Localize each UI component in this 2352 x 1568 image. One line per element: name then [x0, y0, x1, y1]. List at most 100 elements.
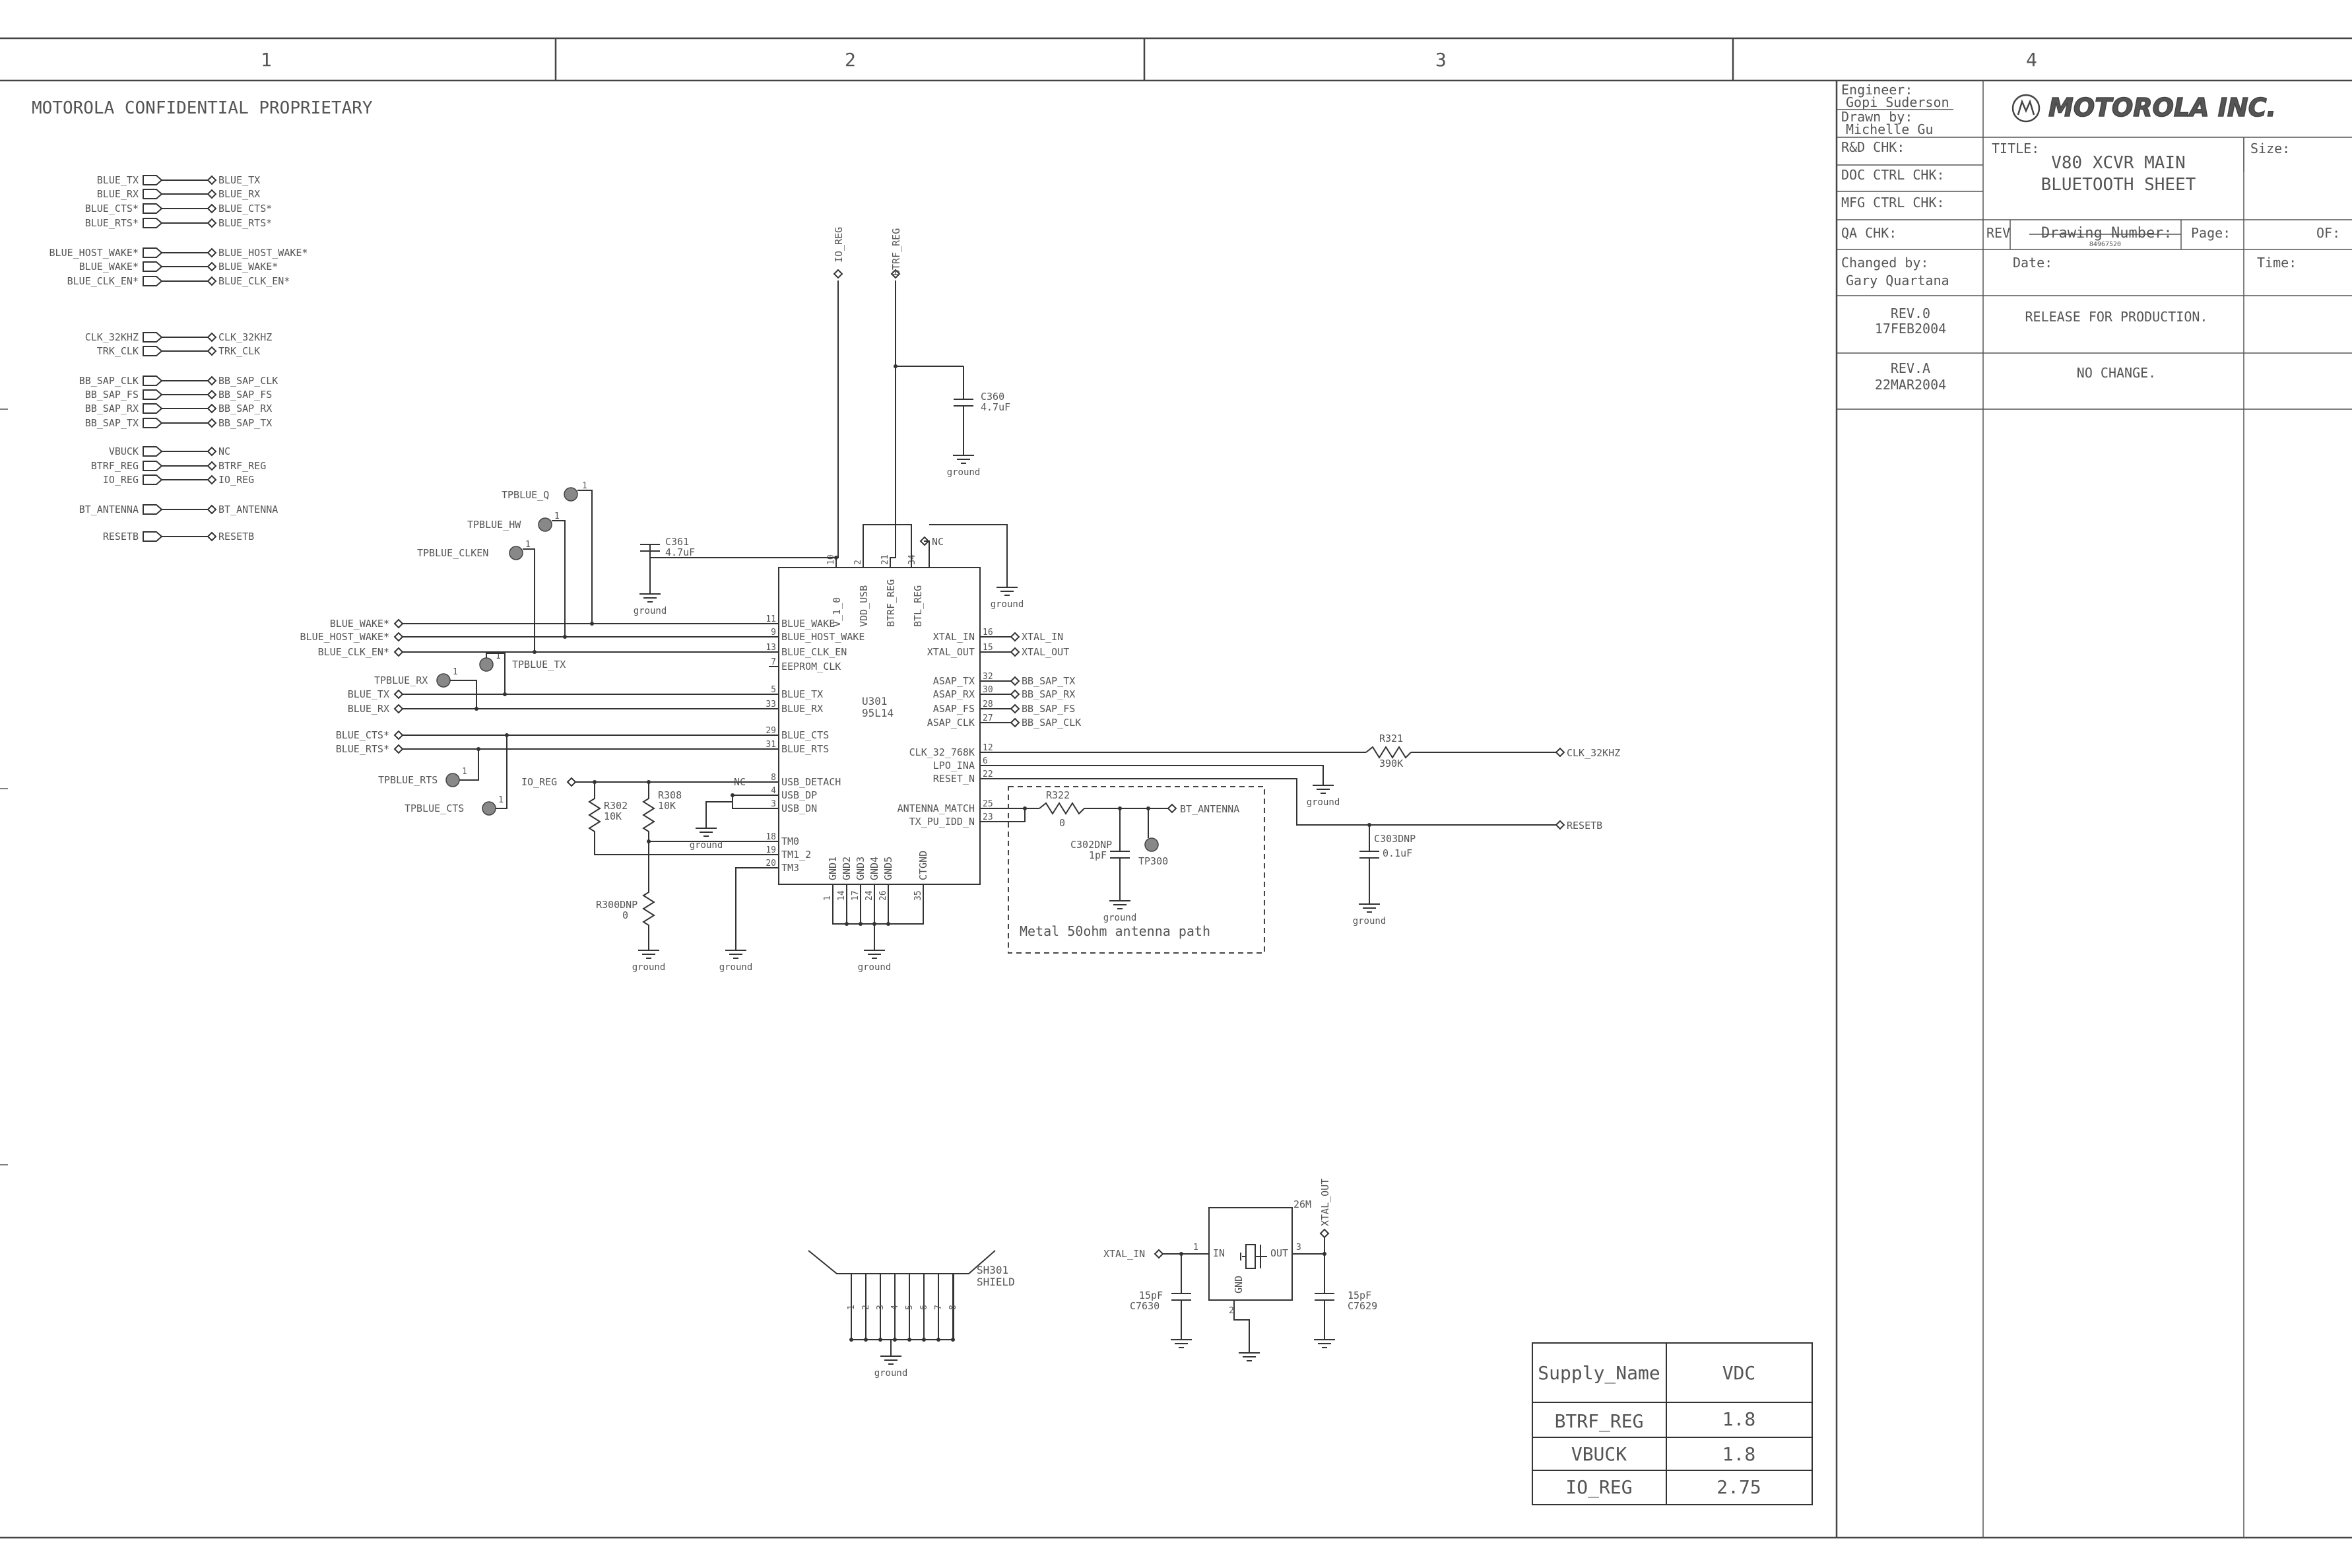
chip-pin-num: 35 — [913, 890, 923, 901]
c303-val: 0.1uF — [1383, 847, 1412, 859]
chip-right-net-label: BB_SAP_CLK — [1022, 717, 1081, 729]
offpage-port[interactable] — [143, 189, 163, 199]
offpage-left-label: RESETB — [103, 531, 139, 542]
supply-row-2-name: VBUCK — [1571, 1443, 1627, 1465]
testpoints: TPBLUE_Q 1 TPBLUE_HW 1 TPBLUE_CLKEN 1 1 … — [374, 481, 593, 816]
crystal-gnd: GND — [1233, 1276, 1245, 1293]
crystal-out: OUT — [1270, 1247, 1288, 1259]
offpage-port[interactable] — [143, 531, 163, 542]
offpage-left-label: IO_REG — [103, 474, 139, 486]
offpage-port[interactable] — [143, 203, 163, 214]
engineer-name: Gopi Suderson — [1846, 94, 1949, 110]
offpage-port[interactable] — [143, 474, 163, 485]
mfg-chk: MFG CTRL CHK: — [1841, 195, 1945, 211]
testpoint-tp300[interactable] — [1144, 837, 1159, 852]
offpage-row: BLUE_RTS*BLUE_RTS* — [85, 217, 273, 229]
ground-icon: ground — [719, 950, 753, 973]
offpage-port[interactable] — [143, 418, 163, 428]
ground-icon: ground — [1353, 903, 1387, 927]
offpage-port[interactable] — [143, 461, 163, 471]
r300-ref: R300DNP — [596, 899, 637, 911]
ground-icon: ground — [858, 950, 891, 973]
shield-pin-num: 1 — [847, 1305, 857, 1310]
chip-pin-num: 10 — [826, 554, 836, 565]
offpage-left-label: BT_ANTENNA — [79, 504, 139, 515]
chip-pin-name: VDD_USB — [858, 585, 870, 627]
offpage-port[interactable] — [143, 218, 163, 228]
offpage-left-label: BLUE_CTS* — [85, 203, 139, 214]
tp300-ref: TP300 — [1138, 855, 1168, 867]
offpage-port[interactable] — [143, 175, 163, 185]
chip-pin-num: 34 — [907, 554, 917, 565]
revA-desc: NO CHANGE. — [2077, 365, 2156, 381]
chip-pin-num: 18 — [766, 832, 776, 842]
offpage-right-label: BLUE_WAKE* — [218, 261, 278, 273]
r308-ref: R308 — [658, 789, 682, 801]
offpage-row: BLUE_WAKE*BLUE_WAKE* — [79, 261, 278, 273]
antenna-box-label: Metal 50ohm antenna path — [1020, 923, 1210, 939]
ground-icon: ground — [1307, 785, 1340, 808]
io-reg-top-label: IO_REG — [833, 227, 845, 263]
offpage-left-label: BB_SAP_FS — [85, 389, 139, 401]
chip-left-net-label: BLUE_CTS* — [336, 729, 389, 741]
zone-4: 4 — [2026, 49, 2037, 71]
ground-label: ground — [719, 962, 753, 973]
rev0-desc: RELEASE FOR PRODUCTION. — [2025, 309, 2208, 325]
testpoint-clken[interactable] — [509, 546, 523, 560]
offpage-port[interactable] — [143, 247, 163, 258]
offpage-port[interactable] — [143, 332, 163, 343]
drawing-label: Drawing Number: — [2041, 225, 2172, 242]
r300-val: 0 — [622, 909, 628, 921]
offpage-port[interactable] — [143, 446, 163, 457]
ground-icon: ground — [874, 1356, 907, 1379]
chip-pin-num: 23 — [983, 812, 993, 822]
offpage-port[interactable] — [143, 276, 163, 286]
ground-label: ground — [1103, 913, 1137, 923]
chip-pin-name: GND5 — [882, 857, 894, 880]
motorola-logo-icon — [2011, 94, 2041, 123]
supply-table: Supply_Name VDC BTRF_REG 1.8 VBUCK 1.8 I… — [1532, 1342, 1813, 1505]
offpage-port[interactable] — [143, 504, 163, 515]
io-reg-left-label: IO_REG — [521, 776, 557, 788]
offpage-port[interactable] — [143, 346, 163, 356]
chip-pin-num: 1 — [823, 896, 833, 901]
offpage-left-label: BLUE_TX — [97, 174, 139, 186]
testpoint-hw[interactable] — [538, 517, 552, 532]
testpoint-q[interactable] — [564, 487, 578, 502]
offpage-port[interactable] — [143, 261, 163, 272]
c360-ref: C360 — [981, 391, 1004, 403]
u301-body[interactable] — [778, 567, 981, 885]
offpage-right-label: RESETB — [218, 531, 254, 542]
tp-rts-label: TPBLUE_RTS — [378, 774, 438, 786]
rd-chk: R&D CHK: — [1841, 139, 1905, 155]
gnd-bus — [832, 884, 924, 950]
chip-left-net-label: BLUE_RX — [348, 703, 389, 715]
offpage-row: BLUE_HOST_WAKE*BLUE_HOST_WAKE* — [49, 247, 308, 259]
offpage-left-label: VBUCK — [109, 445, 139, 457]
chip-pin-num: 15 — [983, 643, 993, 653]
chip-pin-name: ASAP_CLK — [927, 717, 975, 729]
testpoint-rts[interactable] — [445, 773, 460, 787]
offpage-right-label: BB_SAP_RX — [218, 403, 272, 414]
btrf-reg-offpage — [890, 269, 901, 279]
nc-diamond — [919, 536, 930, 546]
offpage-port[interactable] — [143, 389, 163, 400]
testpoint-rx[interactable] — [436, 673, 451, 688]
offpage-port[interactable] — [143, 403, 163, 414]
offpage-left-label: BLUE_HOST_WAKE* — [49, 247, 139, 259]
c303-ref: C303DNP — [1374, 833, 1416, 845]
of-label: OF: — [2316, 225, 2340, 241]
chip-pin-num: 32 — [983, 672, 993, 682]
chip-left-nets: BLUE_WAKE*BLUE_HOST_WAKE*BLUE_CLK_EN*BLU… — [300, 618, 769, 755]
offpage-port[interactable] — [143, 376, 163, 386]
testpoint-cts[interactable] — [482, 801, 496, 816]
chip-left-net-label: BLUE_RTS* — [336, 743, 389, 755]
offpage-row: BLUE_CTS*BLUE_CTS* — [85, 203, 273, 214]
ground-label: ground — [1353, 916, 1387, 927]
testpoint-tx[interactable] — [479, 657, 494, 672]
ground-icon: ground — [690, 828, 723, 851]
chip-pin-num: 6 — [983, 756, 988, 766]
shield-pin-num: 4 — [890, 1305, 900, 1310]
